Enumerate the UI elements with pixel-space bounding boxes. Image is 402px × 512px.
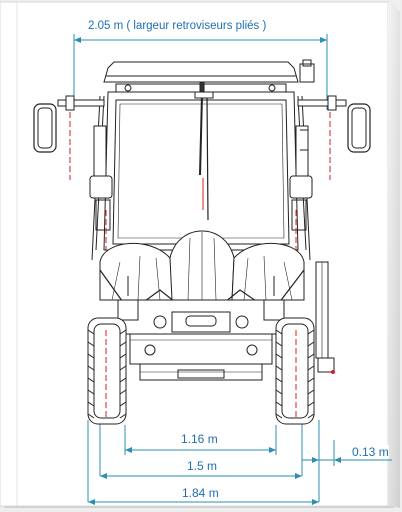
wheel-right: [275, 317, 315, 425]
center-marks: [69, 112, 331, 420]
tractor-body: [33, 59, 371, 381]
dimension-side-offset-label: 0.13 m: [352, 445, 389, 459]
wheel-left: [87, 317, 127, 425]
dimension-track-outer-label: 1.5 m: [187, 459, 218, 473]
dimension-track-inner-label: 1.16 m: [181, 432, 218, 446]
dimension-overall-width-label: 1.84 m: [182, 486, 219, 500]
dimension-lines: [73, 34, 392, 505]
dimension-mirror-width-label: 2.05 m ( largeur retroviseurs pliés ): [88, 19, 267, 33]
